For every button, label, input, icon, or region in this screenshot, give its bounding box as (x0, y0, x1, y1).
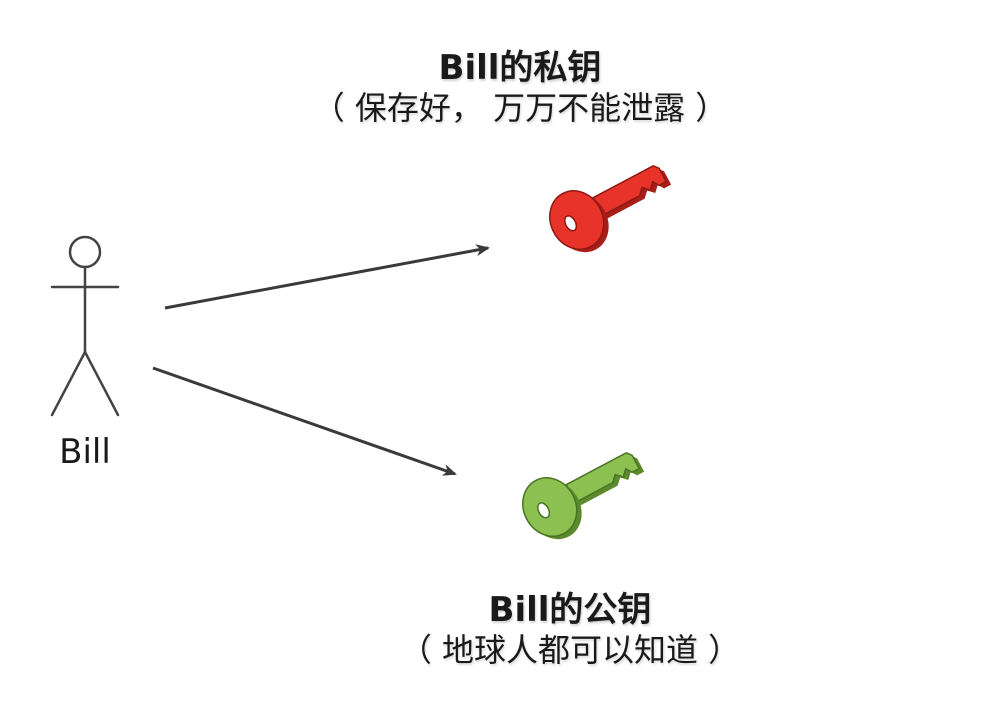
public-key-icon (522, 451, 645, 540)
private-key-title: Bill的私钥 (438, 48, 602, 88)
actor-head (68, 235, 102, 269)
private-key-caption: Bill的私钥 （ 保存好， 万万不能泄露 ） (260, 48, 780, 128)
private-key-icon (549, 164, 672, 253)
public-key-caption: Bill的公钥 （ 地球人都可以知道 ） (330, 590, 810, 670)
actor-label: Bill (59, 432, 111, 472)
public-key-note: （ 地球人都可以知道 ） (399, 631, 741, 669)
public-key-title: Bill的公钥 (488, 590, 652, 630)
private-key-note: （ 保存好， 万万不能泄露 ） (312, 89, 728, 127)
arrow-to-private-key (164, 244, 490, 310)
actor-stick-figure (50, 235, 120, 417)
actor-right-leg (83, 350, 120, 417)
actor-left-leg (50, 350, 87, 417)
arrow-to-public-key (152, 366, 457, 476)
